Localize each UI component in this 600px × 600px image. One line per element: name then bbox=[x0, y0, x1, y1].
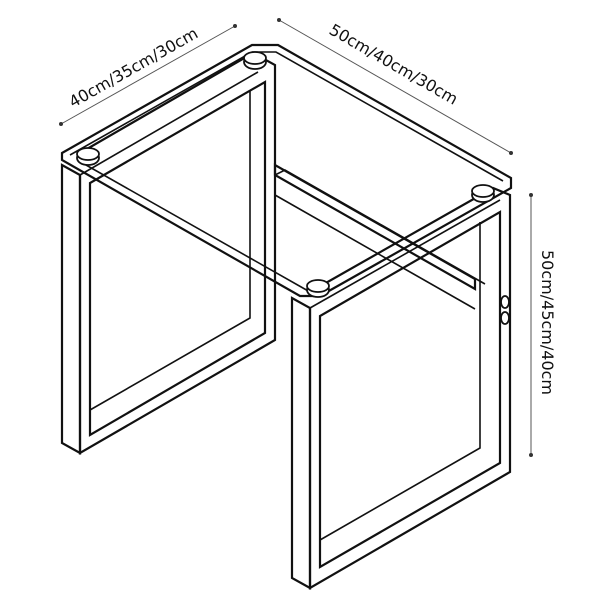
right-leg-frame bbox=[290, 186, 512, 590]
pad-back-left bbox=[243, 51, 267, 70]
width-label: 50cm/40cm/30cm bbox=[326, 20, 461, 109]
dimension-depth bbox=[59, 24, 237, 126]
glass-top bbox=[60, 43, 513, 298]
dimension-height bbox=[529, 193, 533, 457]
glass-support-pads bbox=[76, 51, 495, 298]
pad-back-right bbox=[471, 184, 495, 203]
pad-front-left bbox=[76, 147, 100, 166]
bolt-upper bbox=[500, 295, 510, 309]
left-leg-frame bbox=[60, 51, 277, 455]
pad-front-right bbox=[306, 279, 330, 298]
dimension-width bbox=[277, 18, 513, 155]
bolt-lower bbox=[500, 311, 510, 325]
height-label: 50cm/45cm/40cm bbox=[538, 250, 557, 395]
bolts bbox=[500, 295, 510, 325]
depth-label: 40cm/35cm/30cm bbox=[66, 24, 202, 112]
